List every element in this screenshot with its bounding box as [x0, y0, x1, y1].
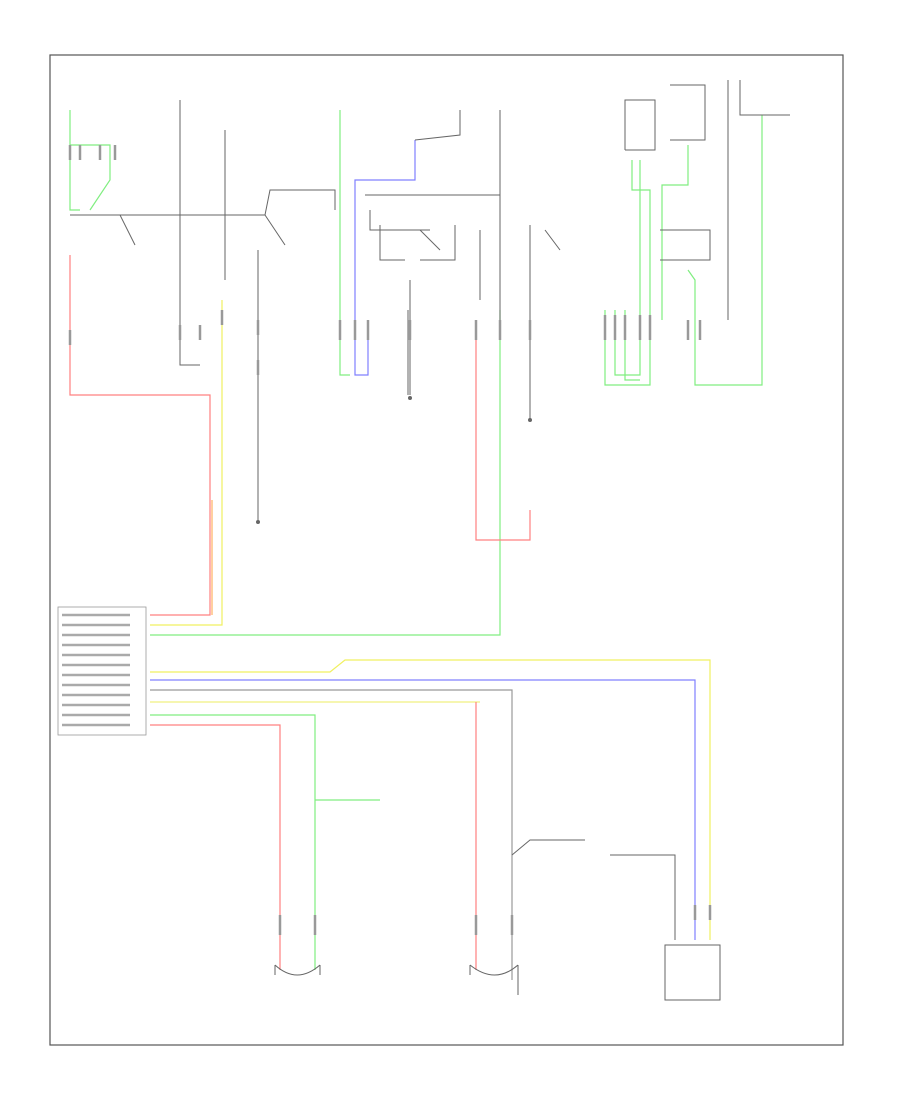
wire-green-right-4: [687, 115, 763, 386]
wire-green-topmid: [339, 110, 350, 376]
pcm-connector: [57, 606, 147, 736]
wire-red-left: [69, 255, 211, 616]
diagram-frame: [49, 54, 844, 1046]
wire-green-topleft-2: [70, 144, 111, 211]
wire-green-right-3: [661, 145, 689, 320]
bottom-module-right: [664, 944, 721, 1001]
bottom-sensor-left: [274, 964, 321, 976]
bottom-sensor-mid: [469, 964, 519, 995]
wire-green-right-1: [604, 160, 651, 386]
wire-gray-1: [150, 689, 513, 980]
wire-red-right: [475, 320, 531, 541]
wire-blue-topmid: [354, 140, 416, 376]
wire-yellow-2: [150, 659, 711, 940]
wire-green-bottom: [150, 714, 316, 970]
wire-green-right-5: [624, 310, 640, 381]
wire-green-right-2: [614, 160, 641, 376]
wire-green-long: [150, 310, 501, 636]
wire-yellow-1: [150, 300, 223, 626]
wire-red-bottom-left: [150, 724, 281, 970]
connector-ticks: [68, 145, 712, 935]
wire-green-topleft: [69, 110, 80, 211]
ground-symbols: [256, 396, 532, 524]
wire-blue-long: [150, 679, 696, 940]
black-wiring: [70, 80, 790, 940]
